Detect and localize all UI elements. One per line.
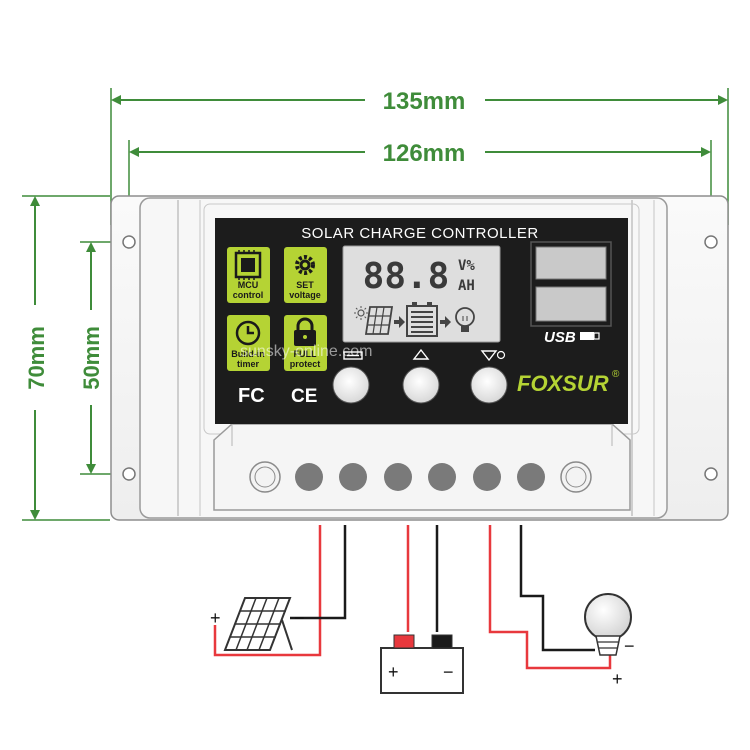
solar-minus-sign: − [294, 608, 305, 628]
gear-icon [295, 255, 315, 275]
arrow-right-icon [440, 316, 451, 328]
svg-text:MCU: MCU [238, 280, 259, 290]
load-plus-sign: + [612, 669, 623, 689]
lightbulb-icon [455, 307, 475, 332]
watermark: sunsky-online.com [240, 343, 373, 360]
svg-text:voltage: voltage [289, 290, 321, 300]
button-menu-group [332, 351, 370, 404]
terminal-load-plus[interactable] [473, 463, 501, 491]
panel-title: SOLAR CHARGE CONTROLLER [301, 225, 538, 242]
triangle-down-icon [480, 350, 498, 362]
wiring [213, 525, 612, 670]
lcd-unit-bottom: AH [458, 278, 475, 294]
bulb-small-icon [496, 350, 506, 360]
mounting-hole [704, 467, 718, 481]
svg-text:control: control [233, 290, 264, 300]
arrow-right-icon [394, 316, 405, 328]
lcd-unit-top: V% [458, 258, 475, 274]
terminal-solar-minus[interactable] [339, 463, 367, 491]
wire-solar-plus [213, 525, 322, 657]
lock-icon [294, 317, 316, 346]
triangle-up-icon [412, 348, 430, 360]
svg-text:Build-in: Build-in [231, 349, 265, 359]
usb-port-bottom[interactable] [535, 286, 607, 322]
badge-timer: Build-in timer [227, 315, 270, 371]
badge-set-voltage: SET voltage [284, 247, 327, 303]
dim-126-label: 126mm [383, 140, 466, 167]
battery-plus-sign: + [388, 662, 399, 682]
terminal-screw-right [560, 461, 592, 493]
wire-solar-minus [290, 525, 347, 620]
button-up-group [402, 348, 440, 404]
mounting-hole [122, 467, 136, 481]
menu-icon [343, 351, 363, 360]
terminal-load-minus[interactable] [517, 463, 545, 491]
terminal-row [249, 461, 592, 493]
usb-plug-icon [580, 332, 600, 340]
mounting-hole [122, 235, 136, 249]
badge-mcu: MCU control [227, 247, 270, 303]
chip-icon [234, 250, 262, 280]
dim-70-label: 70mm [24, 326, 49, 390]
lightbulb-icon: − + [584, 593, 635, 689]
mounting-hole [704, 235, 718, 249]
brand-logo: FOXSUR [517, 371, 609, 396]
battery-icon [406, 302, 438, 337]
up-button[interactable] [402, 366, 440, 404]
down-button[interactable] [470, 366, 508, 404]
usb-label: USB [544, 329, 576, 346]
button-down-group [470, 350, 508, 404]
terminal-battery-minus[interactable] [428, 463, 456, 491]
solar-panel-icon: + − [210, 597, 305, 651]
menu-button[interactable] [332, 366, 370, 404]
solar-panel-icon [364, 306, 394, 335]
ce-mark: CE [291, 386, 317, 407]
terminal-screw-left [249, 461, 281, 493]
front-panel: SOLAR CHARGE CONTROLLER MCU control SET … [215, 218, 628, 424]
clock-icon [235, 320, 261, 346]
svg-text:protect: protect [290, 359, 321, 369]
wire-load-plus [488, 525, 612, 670]
usb-port-top[interactable] [535, 246, 607, 280]
registered-mark: ® [612, 369, 620, 380]
badge-full-protect: FULL protect [284, 315, 327, 371]
dimension-lines: 135mm 126mm 70mm 50mm [22, 88, 729, 521]
svg-text:timer: timer [237, 359, 260, 369]
lcd-digits: 88.8 [363, 256, 450, 297]
fc-mark: FC [238, 385, 265, 407]
usb-ports: USB [530, 241, 612, 346]
load-minus-sign: − [624, 636, 635, 656]
lcd-display: 88.8 V% AH [342, 245, 501, 343]
wire-load-minus [519, 525, 595, 652]
terminal-solar-plus[interactable] [295, 463, 323, 491]
sun-icon [354, 306, 368, 320]
svg-text:SET: SET [296, 280, 314, 290]
solar-plus-sign: + [210, 608, 221, 628]
svg-text:FULL: FULL [294, 349, 317, 359]
terminal-battery-plus[interactable] [384, 463, 412, 491]
battery-minus-sign: − [443, 662, 454, 682]
battery-icon: + − [380, 634, 464, 694]
dim-135-label: 135mm [383, 88, 466, 115]
dim-50-label: 50mm [79, 326, 104, 390]
